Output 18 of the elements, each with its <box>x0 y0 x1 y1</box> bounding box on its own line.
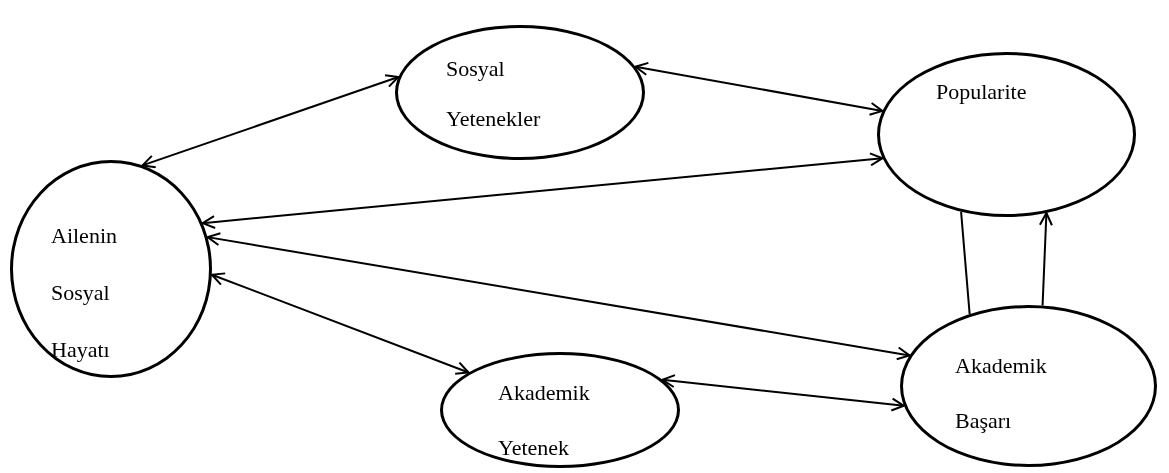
node-label: Ailenin Sosyal Hayatı <box>51 222 118 364</box>
arrow <box>206 232 911 361</box>
ellipse-node <box>877 52 1136 217</box>
node-label: Akademik Başarı <box>955 352 1048 435</box>
arrow <box>661 374 905 412</box>
node-label: Sosyal Yetenekler <box>446 55 542 133</box>
node-label: Akademik Yetenek <box>498 379 591 462</box>
connector-line <box>960 210 971 315</box>
ellipse-node <box>900 305 1157 467</box>
ellipse-node <box>10 160 212 378</box>
arrow <box>1038 212 1053 307</box>
ellipse-node <box>440 352 680 468</box>
arrow <box>634 61 884 116</box>
ellipse-node <box>395 25 645 160</box>
arrow <box>201 152 884 229</box>
arrow <box>210 272 470 375</box>
node-label: Popularite <box>936 78 1028 106</box>
arrow <box>141 74 400 169</box>
